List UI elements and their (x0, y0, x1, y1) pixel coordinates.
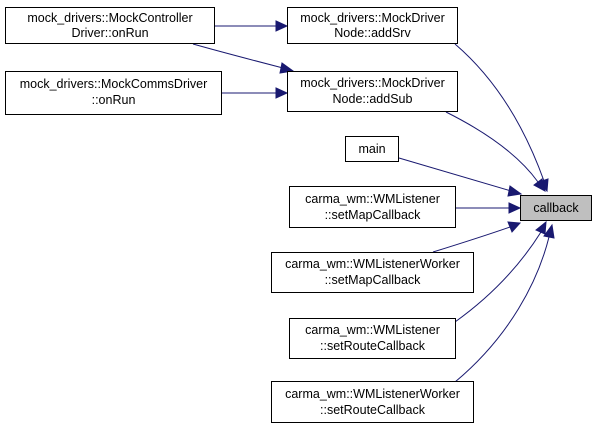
edge-comms-onrun-to-addsub (222, 87, 289, 99)
node-label-line1: carma_wm::WMListenerWorker (285, 387, 460, 401)
edge-addsrv-to-callback (454, 43, 549, 193)
node-wmlistener-setroutecallback[interactable]: carma_wm::WMListener ::setRouteCallback (289, 318, 456, 359)
node-label-line1: mock_drivers::MockCommsDriver (20, 77, 208, 91)
edge-wmlw-setroute-to-callback (454, 223, 555, 383)
node-label-line2: ::setMapCallback (325, 273, 422, 287)
node-label-line1: carma_wm::WMListener (305, 192, 440, 206)
edge-controller-onrun-to-addsub (192, 43, 295, 74)
node-mock-controller-driver-onrun[interactable]: mock_drivers::MockController Driver::onR… (5, 7, 215, 44)
node-wmlistener-setmapcallback[interactable]: carma_wm::WMListener ::setMapCallback (289, 186, 456, 228)
edge-wmlw-setmap-to-callback (432, 221, 522, 253)
edge-main-to-callback (398, 157, 523, 197)
node-label-line2: Node::addSub (333, 92, 413, 106)
node-label-line2: Driver::onRun (71, 26, 148, 40)
node-label: main (358, 142, 385, 156)
node-main[interactable]: main (345, 136, 399, 162)
node-wmlistenerworker-setmapcallback[interactable]: carma_wm::WMListenerWorker ::setMapCallb… (271, 252, 474, 293)
node-label-line1: carma_wm::WMListenerWorker (285, 257, 460, 271)
edge-wml-setroute-to-callback (454, 220, 547, 323)
node-label-line1: mock_drivers::MockDriver (300, 76, 444, 90)
node-label-line2: Node::addSrv (334, 26, 411, 40)
node-label-line1: carma_wm::WMListener (305, 323, 440, 337)
node-label-line2: ::onRun (92, 93, 136, 107)
edge-addsub-to-callback (445, 111, 546, 192)
node-label: callback (533, 201, 579, 215)
node-label-line2: ::setRouteCallback (320, 403, 426, 417)
node-callback-current[interactable]: callback (520, 195, 592, 221)
node-mock-driver-node-addsub[interactable]: mock_drivers::MockDriver Node::addSub (287, 71, 458, 112)
edge-controller-onrun-to-addsrv (215, 20, 289, 32)
node-mock-driver-node-addsrv[interactable]: mock_drivers::MockDriver Node::addSrv (287, 7, 458, 44)
node-label-line2: ::setRouteCallback (320, 339, 426, 353)
edge-wml-setmap-to-callback (456, 202, 522, 214)
node-label-line1: mock_drivers::MockController (27, 11, 192, 25)
node-label-line1: mock_drivers::MockDriver (300, 11, 444, 25)
node-mock-comms-driver-onrun[interactable]: mock_drivers::MockCommsDriver ::onRun (5, 71, 222, 115)
node-wmlistenerworker-setroutecallback[interactable]: carma_wm::WMListenerWorker ::setRouteCal… (271, 381, 474, 423)
node-label-line2: ::setMapCallback (325, 208, 422, 222)
